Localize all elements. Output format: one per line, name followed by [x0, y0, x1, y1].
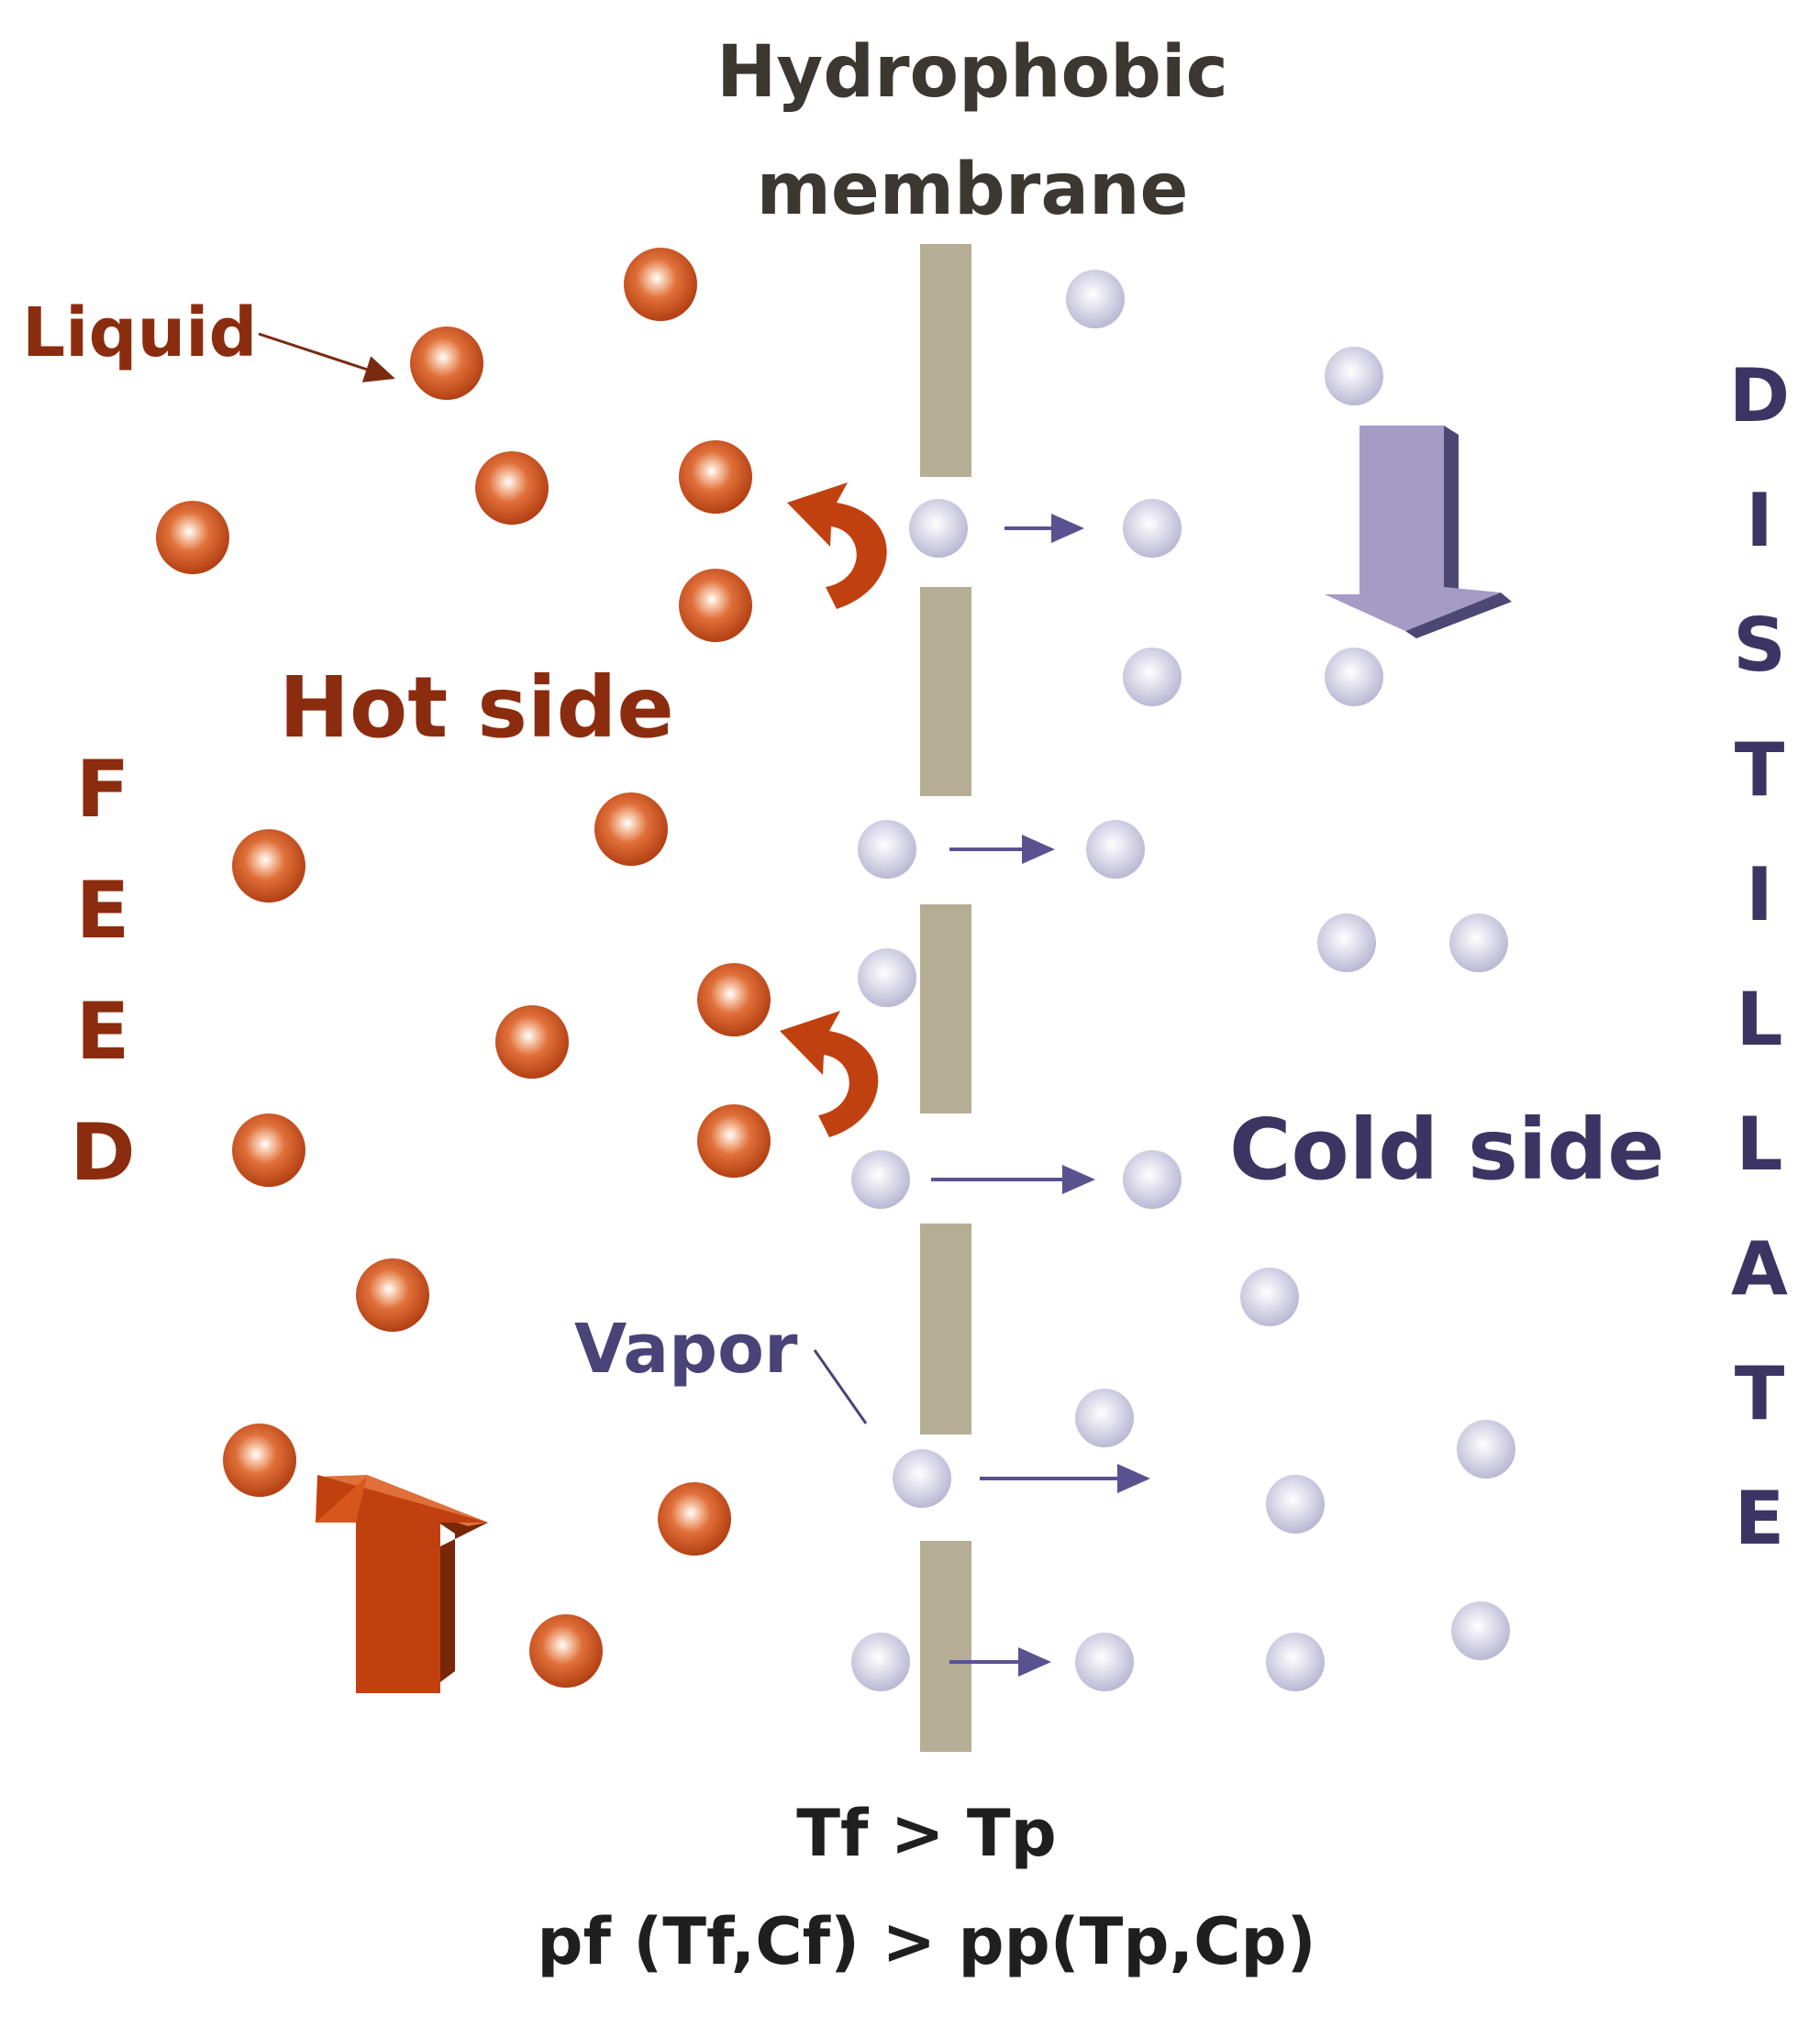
- distillate-letter: T: [1734, 727, 1785, 813]
- vapor-pointer-line: [813, 1349, 868, 1424]
- vapor-particle: [893, 1449, 951, 1508]
- vapor-particle: [1075, 1389, 1134, 1447]
- distillate-letter: I: [1746, 852, 1773, 937]
- membrane-segment: [920, 904, 971, 1113]
- distillate-letter: T: [1734, 1351, 1785, 1436]
- vapor-particle: [1123, 499, 1182, 558]
- feed-letter: F: [75, 744, 130, 836]
- vapor-particle: [1123, 1150, 1182, 1209]
- feed-letter: D: [70, 1107, 136, 1199]
- vapor-particle: [858, 948, 916, 1007]
- liquid-particle: [624, 248, 697, 321]
- temperature-condition: Tf > Tp: [796, 1796, 1057, 1871]
- liquid-particle: [594, 792, 668, 866]
- reflection-arrows: [780, 482, 887, 1137]
- vapor-particle: [1325, 347, 1383, 405]
- membrane-title-line2: membrane: [756, 149, 1189, 231]
- liquid-particle: [529, 1614, 603, 1688]
- membrane-title-line1: Hydrophobic: [716, 31, 1228, 114]
- feed-flow-arrow: [316, 1475, 488, 1693]
- distillate-letter: E: [1734, 1476, 1785, 1561]
- distillate-letter: A: [1731, 1226, 1788, 1312]
- distillate-letter: I: [1746, 478, 1773, 563]
- liquid-particle: [495, 1005, 569, 1079]
- curved-arrow-icon: [780, 1011, 879, 1137]
- membrane: [920, 244, 971, 1752]
- distillate-letter: L: [1736, 1102, 1783, 1187]
- liquid-pointer-line: [258, 332, 395, 382]
- liquid-particle: [475, 451, 549, 525]
- liquid-label: Liquid: [22, 294, 258, 372]
- vapor-particle: [909, 499, 968, 558]
- vapor-particle: [1086, 820, 1145, 879]
- curved-arrow-icon: [787, 482, 887, 609]
- vapor-particle: [1240, 1268, 1299, 1326]
- vapor-particle: [1266, 1475, 1325, 1534]
- vapor-particle: [858, 820, 916, 879]
- vapor-particle: [1123, 648, 1182, 706]
- distillate-letter: D: [1728, 353, 1791, 438]
- distillate-letter: S: [1733, 603, 1786, 688]
- vapor-particle: [1451, 1601, 1510, 1660]
- liquid-particle: [232, 1113, 305, 1187]
- feed-letter: E: [75, 865, 130, 957]
- distillate-flow-arrow: [1325, 426, 1512, 638]
- vapor-particle: [1075, 1633, 1134, 1691]
- distillate-letter: L: [1736, 977, 1783, 1062]
- vapor-particle: [851, 1150, 910, 1209]
- vapor-particles: [851, 270, 1515, 1691]
- cold-side-label: Cold side: [1229, 1101, 1665, 1199]
- liquid-particles: [156, 248, 771, 1688]
- membrane-segment: [920, 1541, 971, 1752]
- vapor-label: Vapor: [574, 1310, 798, 1389]
- liquid-particle: [679, 440, 752, 514]
- liquid-particle: [232, 829, 305, 903]
- liquid-particle: [697, 1104, 771, 1178]
- feed-letter: E: [75, 986, 130, 1078]
- membrane-segment: [920, 1224, 971, 1434]
- vapor-particle: [1449, 914, 1508, 972]
- vapor-particle: [1066, 270, 1125, 328]
- liquid-particle: [410, 327, 483, 400]
- vapor-particle: [1325, 648, 1383, 706]
- membrane-segment: [920, 587, 971, 796]
- hot-side-label: Hot side: [279, 659, 674, 757]
- vapor-particle: [1266, 1633, 1325, 1691]
- liquid-particle: [356, 1258, 429, 1332]
- liquid-particle: [223, 1423, 296, 1497]
- liquid-particle: [156, 501, 229, 574]
- vapor-particle: [1317, 914, 1376, 972]
- liquid-particle: [697, 963, 771, 1036]
- membrane-segment: [920, 244, 971, 477]
- vapor-particle: [851, 1633, 910, 1691]
- liquid-particle: [658, 1482, 731, 1556]
- pressure-condition: pf (Tf,Cf) > pp(Tp,Cp): [537, 1904, 1316, 1979]
- vapor-transport-arrows: [931, 514, 1150, 1677]
- liquid-particle: [679, 569, 752, 642]
- vapor-particle: [1457, 1420, 1515, 1479]
